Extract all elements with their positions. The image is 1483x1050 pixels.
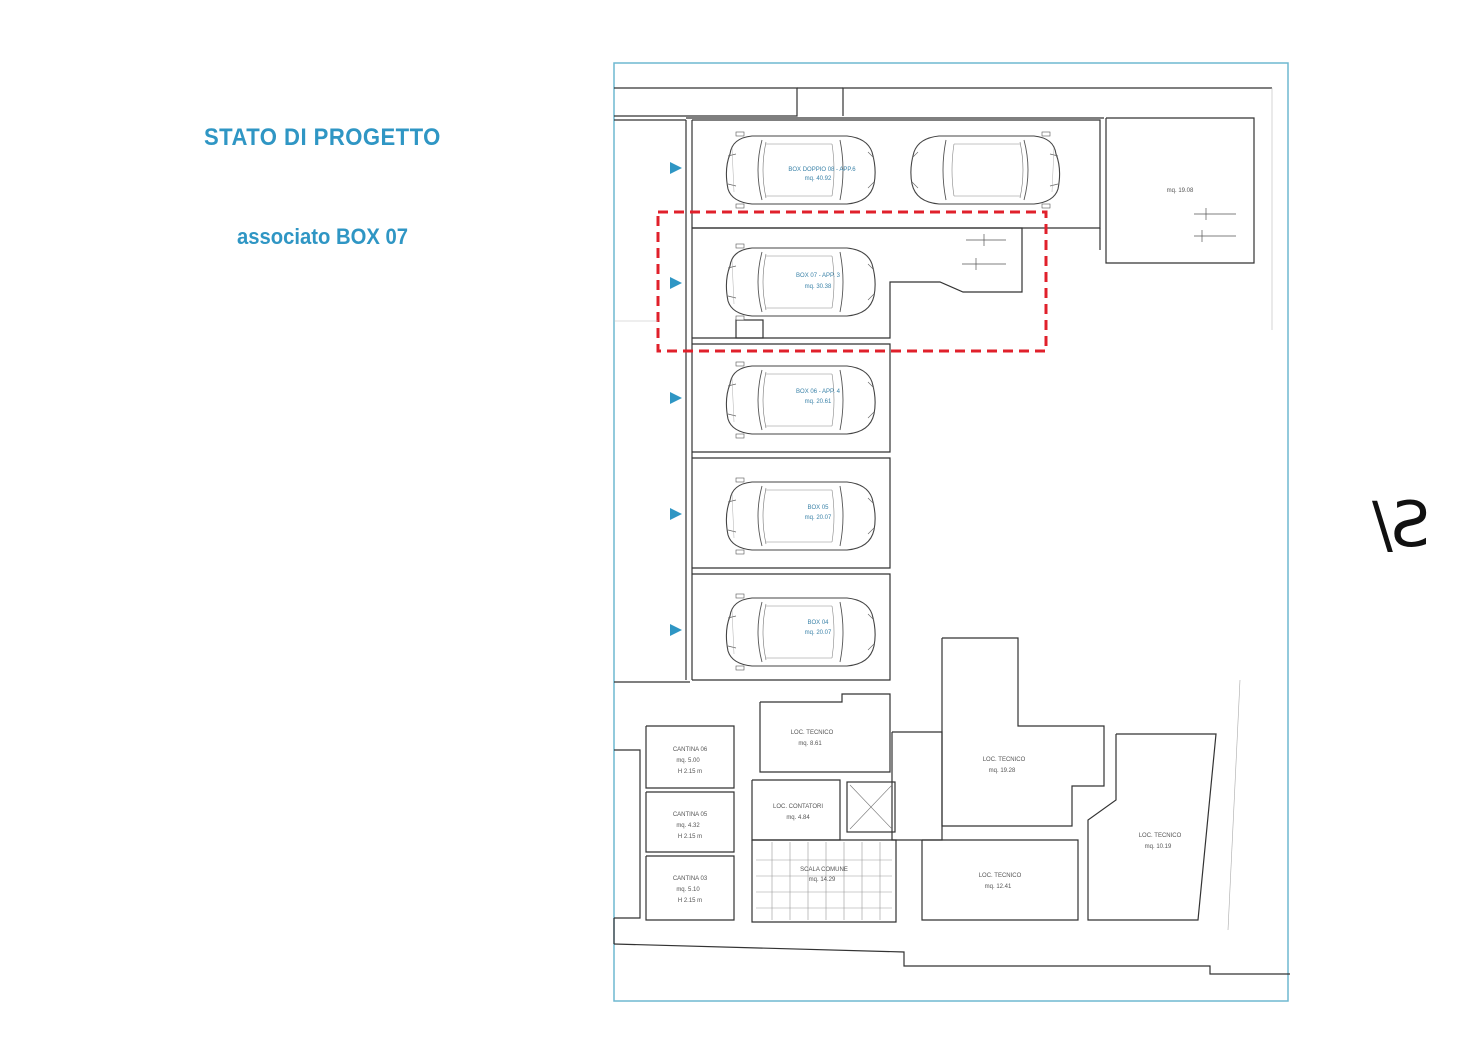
room-label: CANTINA 03 — [673, 876, 708, 882]
room-area: mq. 19.28 — [989, 768, 1016, 774]
room-label: BOX 07 - APP. 3 — [796, 273, 841, 279]
stair-hatch — [756, 842, 892, 920]
room-area: mq. 5.00 — [676, 758, 700, 764]
room-label: BOX 04 — [807, 620, 829, 626]
room-area: mq. 4.84 — [786, 815, 810, 821]
room-label: CANTINA 06 — [673, 747, 708, 753]
room-area: mq. 10.19 — [1145, 844, 1172, 850]
arrow-icon — [670, 392, 682, 404]
room-area: mq. 30.38 — [805, 284, 832, 290]
car-box05 — [725, 477, 876, 555]
room-label: BOX 05 — [807, 505, 829, 511]
service-walls — [613, 637, 1290, 975]
room-area: mq. 20.07 — [805, 515, 832, 521]
arrow-icon — [670, 624, 682, 636]
box07-highlight — [656, 210, 1048, 353]
room-labels: BOX DOPPIO 08 - APP.6 mq. 40.92 mq. 19.0… — [673, 167, 1194, 904]
fixture-symbols — [962, 208, 1236, 270]
room-height: H 2.15 m — [678, 834, 702, 840]
room-label: LOC. CONTATORI — [773, 804, 823, 810]
room-area: mq. 4.32 — [676, 823, 700, 829]
room-area: mq. 8.61 — [798, 741, 822, 747]
room-area: mq. 5.10 — [676, 887, 700, 893]
page-title: STATO DI PROGETTO — [204, 124, 441, 151]
car-box06 — [725, 361, 876, 439]
room-label: LOC. TECNICO — [1139, 833, 1182, 839]
room-label: BOX DOPPIO 08 - APP.6 — [788, 167, 856, 173]
entry-arrows — [670, 162, 682, 636]
room-area: mq. 20.61 — [805, 399, 832, 405]
page-subtitle: associato BOX 07 — [237, 224, 409, 249]
room-height: H 2.15 m — [678, 769, 702, 775]
room-label: LOC. TECNICO — [979, 873, 1022, 879]
room-area: mq. 14.29 — [809, 877, 836, 883]
car-box-top-2 — [910, 131, 1061, 209]
room-height: H 2.15 m — [678, 898, 702, 904]
room-label: CANTINA 05 — [673, 812, 708, 818]
room-label: LOC. TECNICO — [983, 757, 1026, 763]
car-box04 — [725, 593, 876, 671]
room-label: LOC. TECNICO — [791, 730, 834, 736]
room-area: mq. 19.08 — [1167, 188, 1194, 194]
arrow-icon — [670, 508, 682, 520]
car-box07 — [725, 243, 876, 321]
arrow-icon — [670, 162, 682, 174]
room-label: SCALA COMUNE — [800, 867, 848, 873]
sheet-frame — [613, 62, 1289, 1002]
room-area: mq. 12.41 — [985, 884, 1012, 890]
arrow-icon — [670, 277, 682, 289]
room-label: BOX 06 - APP. 4 — [796, 389, 841, 395]
room-area: mq. 40.92 — [805, 176, 832, 182]
room-area: mq. 20.07 — [805, 630, 832, 636]
